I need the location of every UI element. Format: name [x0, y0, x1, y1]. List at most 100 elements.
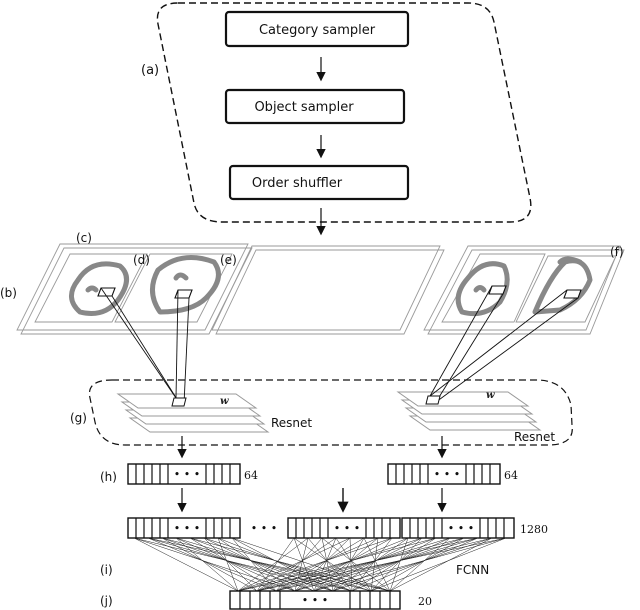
order-shuffler-box	[228, 164, 410, 201]
fcnn-connection-line	[189, 537, 277, 592]
fcnn-connection-line	[370, 537, 423, 592]
fcnn-connection-line	[217, 537, 296, 592]
feature-dots-right: • • •	[434, 468, 460, 481]
fcnn-connection-line	[231, 537, 334, 592]
label-b: (b)	[0, 286, 17, 300]
fcnn-connection-line	[175, 537, 296, 592]
object-sampler-box	[224, 88, 406, 125]
fcnn-connections	[133, 537, 507, 592]
fcnn-connection-line	[294, 537, 309, 592]
fcnn-connection-line	[321, 537, 391, 592]
fcnn-connection-line	[256, 537, 507, 592]
fcnn-connection-line	[189, 537, 391, 592]
feature-vector-right: • • •	[387, 463, 501, 485]
resnet-stack-right	[396, 391, 542, 431]
label-i: (i)	[100, 563, 113, 577]
patch-crops	[171, 395, 441, 407]
fcnn-connection-line	[349, 537, 353, 592]
fcnn-connection-line	[294, 537, 437, 592]
object-sampler-label: Object sampler	[254, 100, 354, 115]
fcnn-connection-line	[203, 537, 315, 592]
feature-dim-right: 64	[504, 469, 518, 482]
fcnn-connection-line	[147, 537, 334, 592]
fcnn-connection-line	[133, 537, 239, 592]
fcnn-connection-line	[294, 537, 479, 592]
label-h: (h)	[100, 470, 117, 484]
fcnn-connection-line	[275, 537, 323, 592]
fcnn-connection-line	[313, 537, 423, 592]
concat-between-dots: • • •	[251, 522, 277, 535]
feature-vector-left: • • •	[127, 463, 241, 485]
fcnn-connection-line	[161, 537, 315, 592]
fcnn-connection-line	[203, 537, 372, 592]
fcnn-connection-line	[175, 537, 353, 592]
fcnn-connection-line	[189, 537, 334, 592]
fcnn-connection-line	[231, 537, 391, 592]
label-f: (f)	[610, 245, 624, 259]
patch-projection-lines	[100, 285, 579, 405]
label-e: (e)	[220, 253, 237, 267]
fcnn-connection-line	[335, 537, 372, 592]
fcnn-connection-line	[217, 537, 239, 592]
label-g: (g)	[70, 411, 87, 425]
feature-dots-left: • • •	[174, 468, 200, 481]
fcnn-connection-line	[237, 537, 309, 592]
fcnn-connection-line	[175, 537, 239, 592]
encoder-boundary	[88, 379, 573, 446]
concat-dots-2: • • •	[334, 522, 360, 535]
fcnn-connection-line	[370, 537, 507, 592]
weight-label-left: w	[220, 396, 229, 407]
weight-label-right: w	[486, 390, 495, 401]
fcnn-connection-line	[307, 537, 353, 592]
label-j: (j)	[100, 594, 113, 608]
fcnn-connection-line	[363, 537, 391, 592]
fcnn-connection-line	[389, 537, 493, 592]
concat-dots-3: • • •	[448, 522, 474, 535]
fcnn-connection-line	[313, 537, 337, 592]
fcnn-connection-line	[147, 537, 391, 592]
fcnn-connection-line	[256, 537, 465, 592]
order-shuffler-label: Order shuffler	[252, 176, 343, 191]
concat-vector: • • • • • • • • •	[127, 517, 515, 539]
fcnn-connection-line	[237, 537, 351, 592]
fcnn-connection-line	[147, 537, 277, 592]
fcnn-connection-line	[293, 537, 372, 592]
patch-markers	[97, 285, 582, 299]
pipeline-boundary	[156, 2, 532, 223]
fcnn-connection-line	[370, 537, 465, 592]
fcnn-connection-line	[332, 537, 365, 592]
fcnn-connection-line	[389, 537, 451, 592]
fcnn-connection-line	[275, 537, 493, 592]
fcnn-connection-line	[275, 537, 451, 592]
fcnn-connection-line	[231, 537, 277, 592]
resnet-label-left: Resnet	[271, 416, 312, 430]
fcnn-connection-line	[237, 537, 437, 592]
output-dots: • • •	[302, 594, 328, 607]
fcnn-connection-line	[161, 537, 372, 592]
fcnn-connection-line	[203, 537, 258, 592]
label-a: (a)	[141, 63, 159, 78]
fcnn-connection-line	[256, 537, 423, 592]
fcnn-connection-line	[237, 537, 479, 592]
category-sampler-label: Category sampler	[259, 23, 376, 38]
fcnn-connection-line	[217, 537, 353, 592]
resnet-label-right: Resnet	[514, 430, 555, 444]
sketch-frames	[16, 243, 625, 335]
fcnn-connection-line	[161, 537, 258, 592]
output-dim: 20	[418, 595, 432, 608]
fcnn-connection-line	[370, 537, 379, 592]
resnet-stack-left	[116, 393, 270, 433]
fcnn-label: FCNN	[456, 563, 489, 577]
fcnn-connection-line	[321, 537, 334, 592]
concat-dim: 1280	[520, 523, 548, 536]
sketch-drawings	[69, 255, 593, 317]
label-c: (c)	[76, 231, 92, 245]
feature-dim-left: 64	[244, 469, 258, 482]
output-vector: • • •	[229, 590, 401, 610]
fcnn-connection-line	[237, 537, 393, 592]
fcnn-connection-line	[133, 537, 296, 592]
fcnn-connection-line	[313, 537, 507, 592]
category-sampler-box	[224, 10, 410, 48]
